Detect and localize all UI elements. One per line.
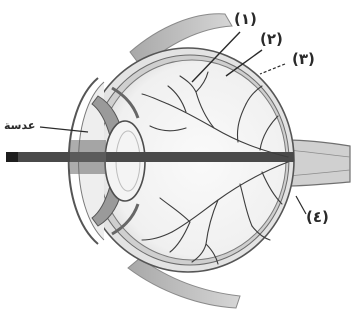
label-1: (١) (234, 12, 257, 27)
label-lens: عدسة (4, 120, 35, 131)
leader-3 (260, 64, 285, 74)
label-3: (٣) (292, 52, 315, 67)
light-ray (6, 152, 294, 162)
label-4: (٤) (306, 210, 329, 225)
label-2: (٢) (260, 32, 283, 47)
optic-nerve (286, 140, 350, 186)
leader-4 (296, 196, 306, 214)
